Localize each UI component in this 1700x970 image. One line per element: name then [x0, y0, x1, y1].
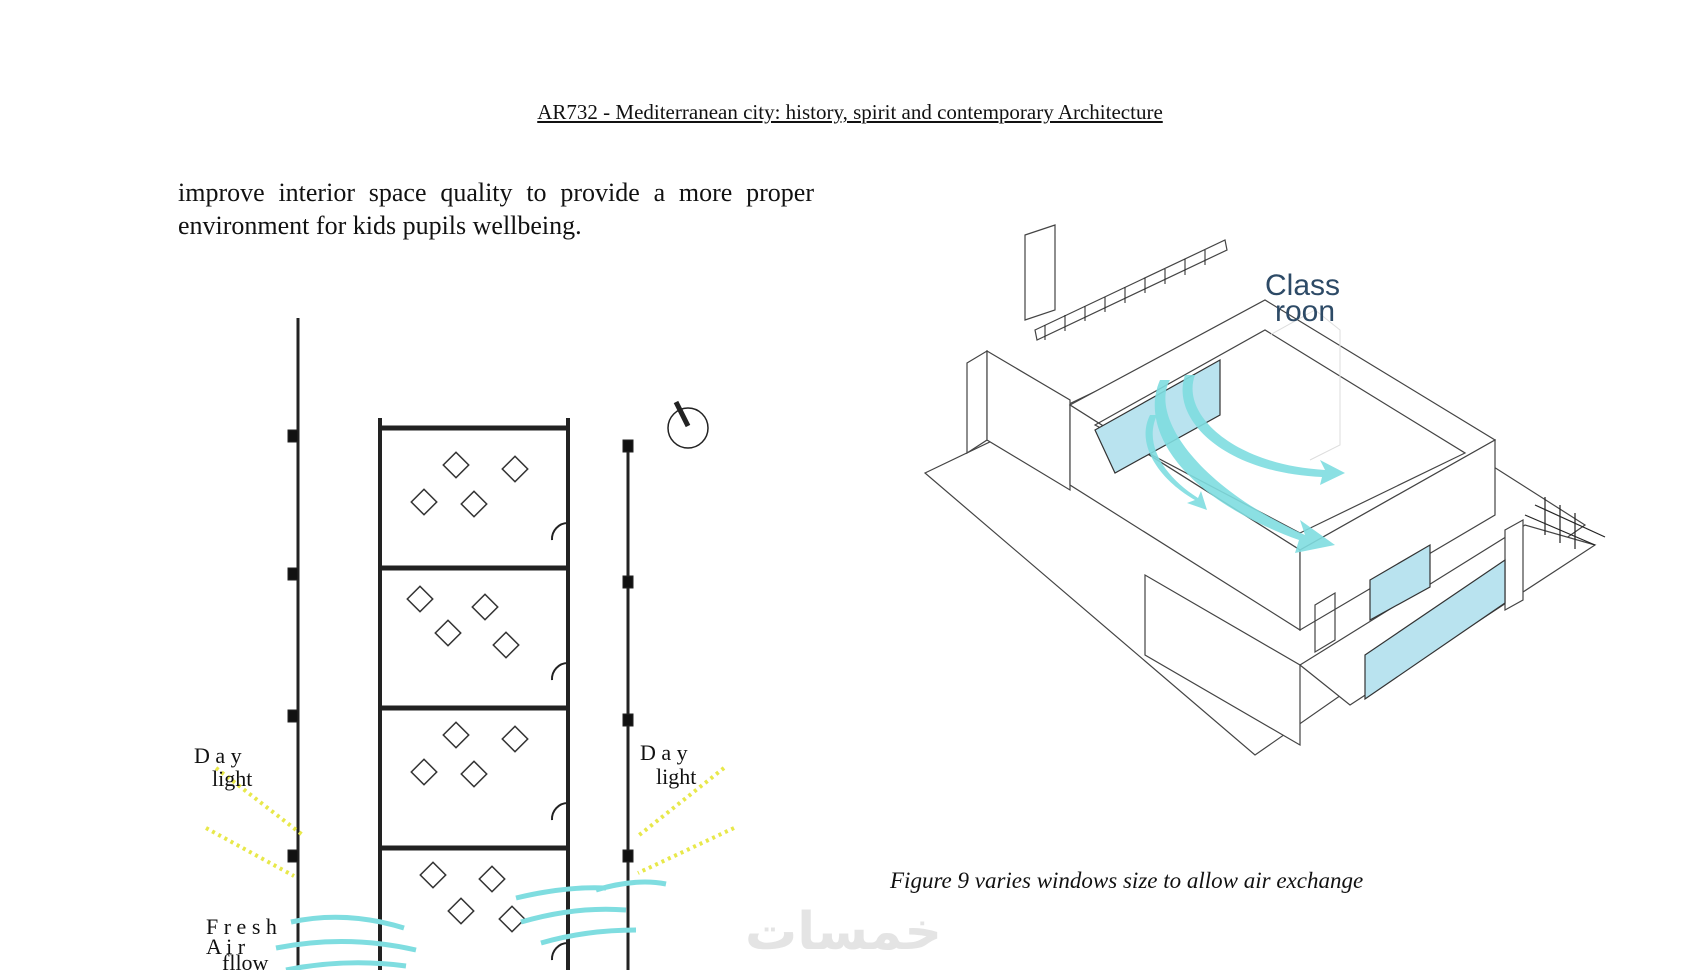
daylight-left-word2: light [212, 766, 252, 791]
body-line-2: environment for kids pupils wellbeing. [178, 211, 582, 240]
daylight-right-word1: D a y [640, 740, 688, 765]
classroom-axonometric: Class roon [923, 224, 1606, 756]
fresh-air-line1: F r e s h [206, 914, 277, 939]
column-marker [287, 567, 299, 581]
fresh-air-line2: A i r [206, 934, 246, 959]
classroom-floor-plan: D a y light D a y light F r e s h A i r … [194, 318, 735, 970]
table-cluster [406, 585, 520, 659]
airflow-arrows [275, 879, 667, 970]
fresh-air-line3: fllow [222, 950, 269, 970]
column-marker [287, 429, 299, 443]
document-header: AR732 - Mediterranean city: history, spi… [537, 100, 1163, 124]
body-paragraph: improve interior space quality to provid… [178, 176, 814, 242]
body-line-1: improve interior space quality to provid… [178, 178, 814, 207]
airflow-arrows [1145, 375, 1345, 553]
daylight-rays [205, 766, 735, 878]
table-cluster [419, 861, 526, 933]
table-cluster [410, 451, 529, 518]
classroom-label-line1: Class [1265, 269, 1340, 302]
classroom-label-line2: roon [1275, 295, 1335, 328]
figure-caption: Figure 9 varies windows size to allow ai… [890, 868, 1364, 893]
column-marker [287, 849, 299, 863]
column-marker [287, 709, 299, 723]
table-cluster [410, 721, 529, 788]
watermark: خمسات [745, 902, 943, 962]
daylight-right-word2: light [656, 764, 696, 789]
daylight-left-word1: D a y [194, 743, 242, 768]
